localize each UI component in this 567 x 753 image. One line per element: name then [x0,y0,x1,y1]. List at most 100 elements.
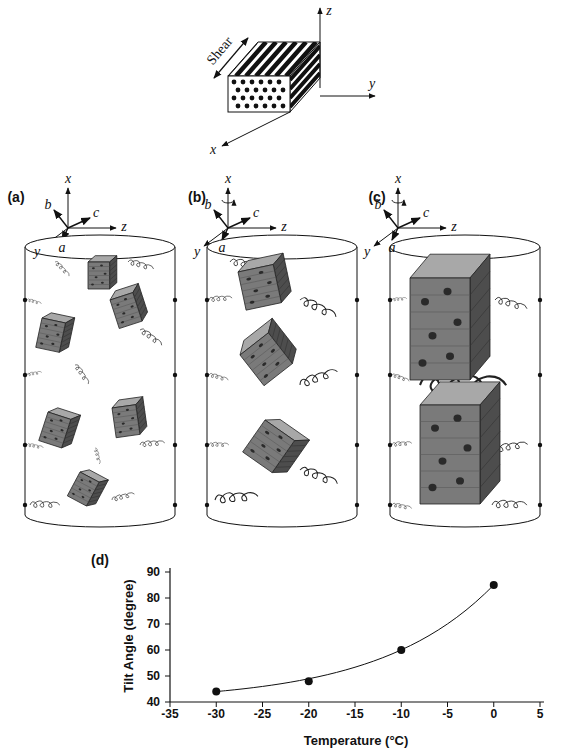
polymer-chain [93,447,103,464]
tick-label: 80 [147,592,160,604]
sample-cylinder [390,247,540,527]
anchor-dot [388,503,392,507]
axis-label: c [253,206,259,220]
cylinder-ends [281,88,286,93]
anchor-dot [388,298,392,302]
polymer-chain [298,296,339,319]
polymer-chain [27,443,44,449]
cylinder-ends [277,80,282,85]
crystal-block [234,318,301,385]
tick-label: 0 [490,708,497,720]
polymer-chain [140,438,165,448]
axis-label: y [194,245,200,259]
tick-mark [493,702,494,707]
axis-label: a [219,241,226,255]
anchor-dot [355,298,359,302]
anchor-dot [388,298,542,507]
cylinder-ends [232,80,286,109]
tick-mark [165,676,170,677]
axis-label: y [369,77,375,91]
tick-label: -15 [346,708,363,720]
polymer-chain [111,490,135,503]
polymer-chain [214,488,258,506]
polymer-chain [53,260,71,277]
crystal-block [243,413,310,480]
anchor-dot [538,503,542,507]
lamella-stripes [290,46,320,116]
cylinder-ends [250,80,255,85]
axis-label: c [423,206,429,220]
axis-label: z [451,220,456,234]
anchor-dot [205,373,209,377]
axis-label: b [205,198,212,212]
anchor-dot [173,298,177,302]
tick-mark [401,702,402,707]
axis-label: a [389,241,396,255]
fit-curve [216,585,494,692]
tick-mark [170,702,171,707]
cylinder-ends [241,96,246,101]
sample-cylinder [25,247,175,527]
anchor-dot [23,503,27,507]
anchor-dot [205,443,209,447]
cylinder-ends [241,80,246,85]
cylinder-ends [236,104,241,109]
tick-label: -25 [254,708,271,720]
tick-mark [216,702,217,707]
crystal-block [36,256,150,510]
panel-letter: (d) [91,553,109,567]
crystal-block [410,254,490,380]
sheared-sample-block [214,8,375,146]
axis-label: a [59,241,66,255]
polymer-chain [391,373,410,382]
polymer-chain [209,373,229,381]
crystal-block [236,253,293,310]
cylinder-ends [232,80,237,85]
axis-label: b [375,198,382,212]
polymer-chain [27,259,165,509]
crystal-block [67,466,108,509]
cylinder-ends [254,88,259,93]
shear-label: Shear [204,34,235,67]
crystal-block [39,405,81,450]
cylinder-ends [272,88,277,93]
sample-cylinder [205,235,359,527]
anchor-dot [23,373,27,377]
cylinder-ends [254,104,259,109]
crystal-block [111,397,148,438]
tick-label: 90 [147,566,160,578]
crystal-block [108,283,150,328]
panel-letter: (b) [188,190,206,204]
axis-label: b [45,198,52,212]
sample-cylinder [207,247,357,527]
cylinder-ends [281,104,286,109]
cylinder-ends [268,80,273,85]
tick-label: -20 [300,708,317,720]
polymer-chain [127,259,154,270]
polymer-chain [492,498,527,510]
anchor-dot [538,373,542,377]
cylinder-ends [277,96,282,101]
data-point [212,688,220,696]
cylinder-ends [263,104,268,109]
polymer-chain [392,296,407,302]
anchor-dot [173,373,177,377]
tick-label: 70 [147,618,160,630]
tick-mark [165,598,170,599]
tick-label: 60 [147,644,160,656]
data-point [397,646,405,654]
tick-mark [165,702,170,703]
polymer-chain [27,298,42,304]
polymer-chain [27,370,42,377]
axis-arrow [320,96,375,97]
tick-mark [540,702,541,707]
cylinder-ends [268,96,273,101]
cylinder-ends [236,88,241,93]
y-axis-line [169,568,170,702]
axis-label: z [121,220,126,234]
axis-label: z [281,220,286,234]
axis-arrow [222,112,290,146]
polymer-chain [299,466,340,486]
tick-mark [165,650,170,651]
data-point [490,581,498,589]
